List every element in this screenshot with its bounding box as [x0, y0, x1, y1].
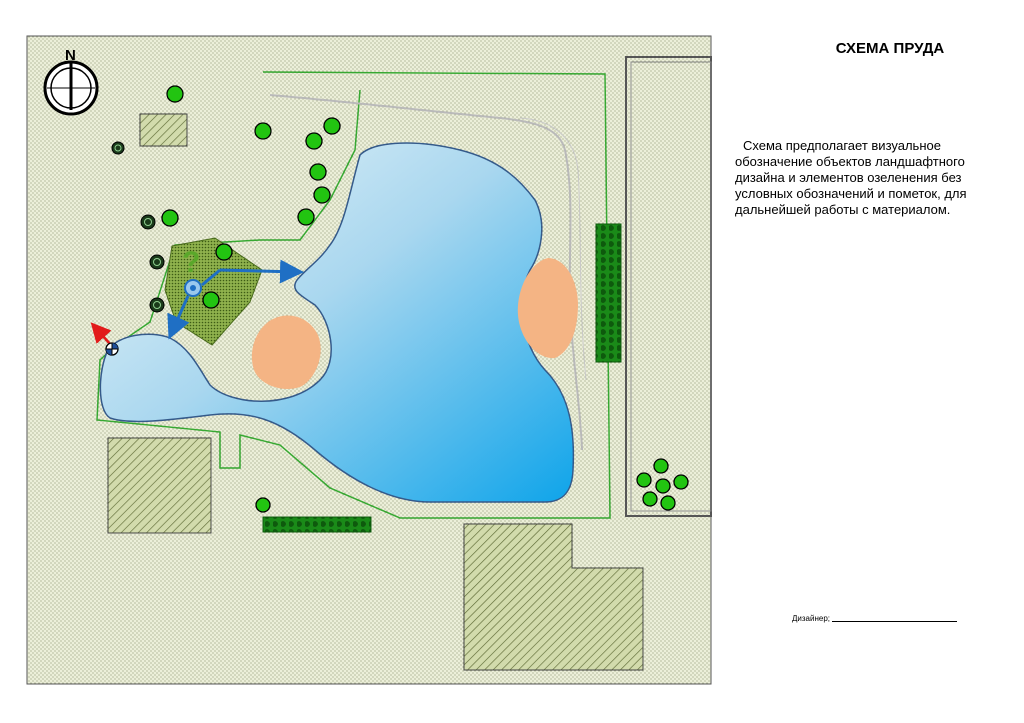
path-border-outer	[96, 71, 611, 519]
tree	[636, 472, 652, 488]
view-arrow-right-2	[219, 259, 304, 284]
tree	[673, 474, 689, 490]
footpath	[269, 94, 583, 451]
view-arrow-right	[201, 268, 221, 287]
conifer	[149, 254, 165, 270]
marker-icon	[90, 322, 119, 356]
red-arrow	[90, 322, 112, 346]
page-title: СХЕМА ПРУДА	[835, 40, 945, 57]
house-left	[107, 437, 212, 534]
conifers	[111, 141, 165, 313]
tree	[255, 497, 271, 513]
conifer-highlights	[114, 144, 161, 309]
tree	[215, 243, 233, 261]
sand-island	[251, 315, 321, 390]
hedge-vertical	[595, 223, 622, 363]
tree	[254, 122, 272, 140]
building-right-inner	[630, 61, 712, 512]
footpath-edge	[519, 117, 587, 381]
description-text: Схема предполагает визуальное обозначени…	[735, 138, 967, 217]
tree	[305, 132, 323, 150]
shed-small	[139, 113, 188, 147]
conifer	[149, 297, 165, 313]
compass-letter: N	[65, 47, 76, 64]
compass-icon: N	[43, 47, 99, 116]
signature-label: Дизайнер;	[792, 614, 831, 623]
tree	[653, 458, 669, 474]
tree	[655, 478, 671, 494]
pond	[99, 142, 575, 503]
conifer	[140, 214, 156, 230]
tree	[166, 85, 184, 103]
sand-beach	[517, 258, 578, 359]
conifer-ring	[153, 258, 161, 266]
viewpoint-icon	[167, 259, 304, 340]
tree	[323, 117, 341, 135]
signature-blank	[832, 621, 958, 622]
house-bottom	[463, 523, 644, 671]
conifer-ring	[144, 218, 152, 226]
view-arrow-down	[167, 295, 190, 340]
tree	[297, 208, 315, 226]
signature-line: Дизайнер;	[792, 614, 958, 623]
tree	[309, 163, 327, 181]
site-plan: ? N	[26, 35, 712, 685]
viewpoint-inner	[190, 285, 196, 291]
hedge-horizontal	[262, 516, 372, 533]
tree	[660, 495, 676, 511]
trees	[161, 85, 689, 513]
tree	[161, 209, 179, 227]
site-plan-svg: ? N	[26, 35, 712, 685]
conifer	[111, 141, 125, 155]
question-mark: ?	[182, 246, 200, 279]
tree	[642, 491, 658, 507]
conifer-ring	[153, 301, 161, 309]
tree	[202, 291, 220, 309]
conifer-ring	[114, 144, 122, 152]
tree	[313, 186, 331, 204]
